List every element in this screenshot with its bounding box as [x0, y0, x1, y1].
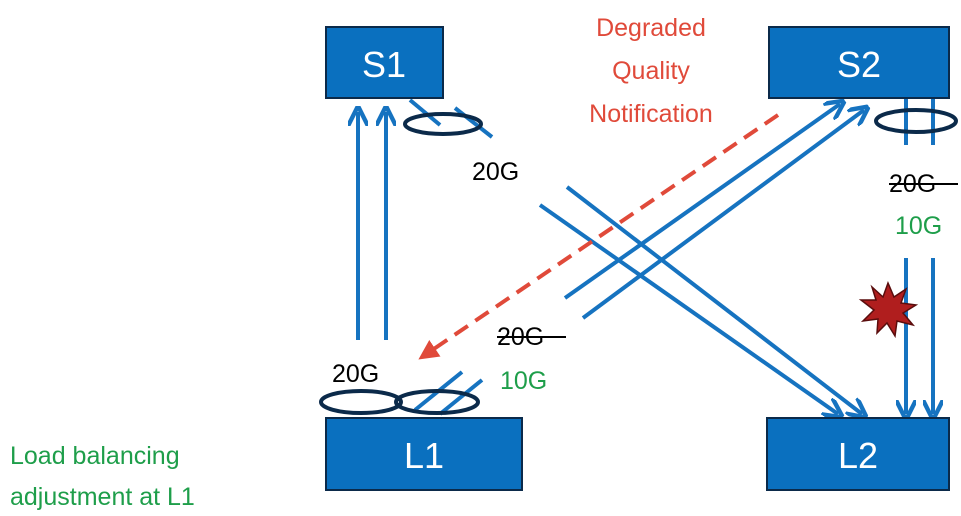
link-l1-s2-capacity: 20G 10G	[497, 323, 566, 395]
link-s1-top-b	[453, 106, 494, 139]
node-s2[interactable]: S2	[768, 26, 950, 99]
notification-line-2: Quality	[612, 57, 690, 85]
link-l1-capacity-new: 10G	[500, 367, 547, 395]
bundle-ellipse-s1	[403, 112, 483, 136]
caption-line-1: Load balancing	[10, 442, 180, 470]
node-s1[interactable]: S1	[325, 26, 444, 99]
explosion-icon	[858, 280, 919, 339]
notification-line-1: Degraded	[596, 14, 706, 42]
link-s2-capacity-new: 10G	[895, 212, 942, 240]
node-l1[interactable]: L1	[325, 417, 523, 491]
link-s1-top-a	[408, 98, 442, 127]
notification-arrow	[418, 113, 780, 360]
node-s2-label: S2	[837, 44, 881, 85]
links	[358, 98, 933, 414]
notification-line-3: Notification	[589, 100, 713, 128]
link-l1-s2-a	[563, 104, 840, 300]
bundle-ellipse-s2	[874, 108, 958, 134]
node-l1-label: L1	[404, 435, 444, 476]
link-l1-s2-b	[581, 110, 864, 320]
node-s1-label: S1	[362, 44, 406, 85]
bundle-ellipse-l1-right	[394, 389, 480, 415]
node-l2[interactable]: L2	[766, 417, 950, 491]
node-l2-label: L2	[838, 435, 878, 476]
link-s1-l2-a	[538, 203, 838, 414]
link-l1-s2-low-b	[438, 378, 484, 416]
notification-label: Degraded Quality Notification	[589, 14, 713, 128]
caption: Load balancing adjustment at L1	[10, 442, 195, 511]
link-s1-l2-b	[565, 185, 862, 414]
link-bundle-ellipses	[319, 108, 958, 415]
link-l1-s1-capacity: 20G	[332, 360, 379, 388]
bundle-ellipse-l1-left	[319, 389, 403, 415]
link-s2-capacity: 20G 10G	[889, 170, 958, 240]
link-s1-capacity: 20G	[472, 158, 519, 186]
caption-line-2: adjustment at L1	[10, 483, 195, 511]
